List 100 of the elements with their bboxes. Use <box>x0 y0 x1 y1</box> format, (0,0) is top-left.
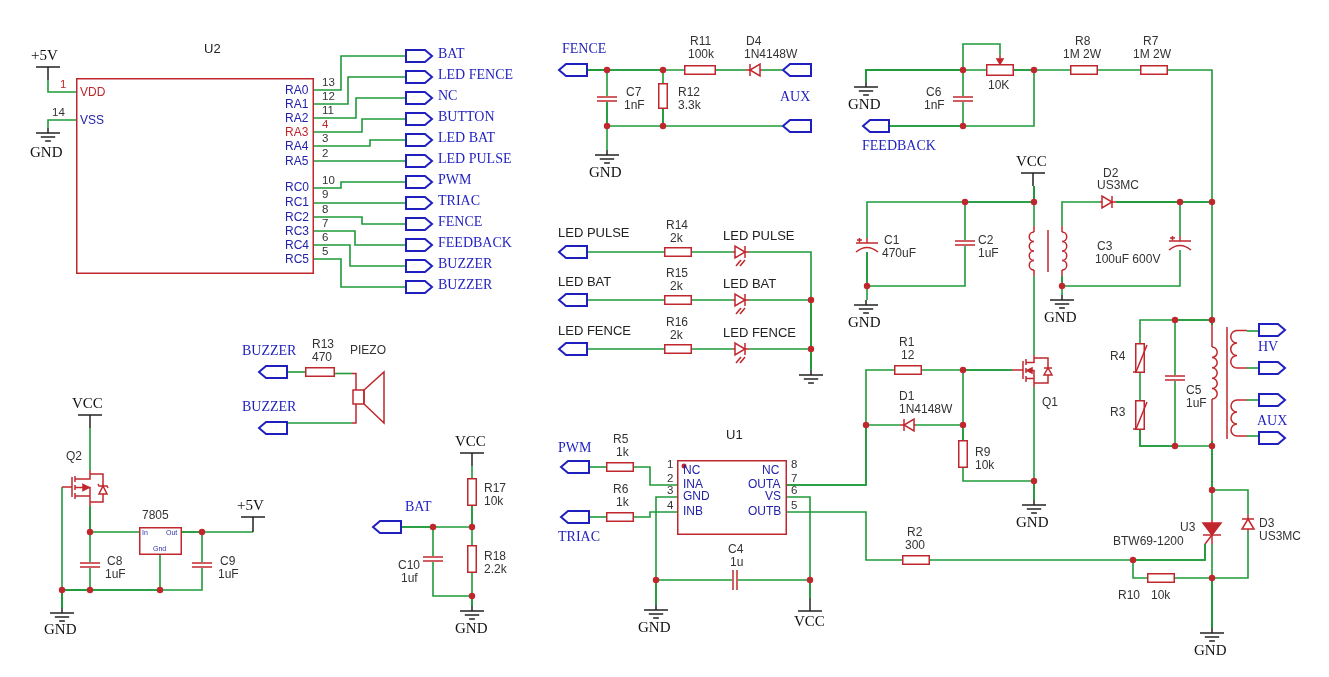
net-label: HV <box>1258 340 1279 355</box>
wire <box>1211 440 1249 516</box>
pin-number: 10 <box>322 175 335 187</box>
wire <box>1033 275 1035 356</box>
component-label: R1 <box>899 336 915 349</box>
component-label: 1uF <box>218 568 239 581</box>
pin-name: RC1 <box>285 196 309 209</box>
power-label: GND <box>1044 310 1077 326</box>
component-label: R4 <box>1110 350 1126 363</box>
pin-number: 5 <box>791 500 798 512</box>
component-label: PIEZO <box>350 344 386 357</box>
pin-number: 5 <box>322 246 329 258</box>
power-label: GND <box>30 145 63 161</box>
component-label: D3 <box>1259 517 1275 530</box>
component-label: D1 <box>899 390 915 403</box>
wire <box>313 139 406 147</box>
component-label: 1N4148W <box>744 48 798 61</box>
wire <box>715 69 747 71</box>
component-label: 2k <box>670 232 683 245</box>
component-label: 1uF <box>105 568 126 581</box>
pin-number: 1 <box>667 459 674 471</box>
component-label: C3 <box>1097 240 1113 253</box>
net-label: FEEDBACK <box>438 236 512 251</box>
wire <box>866 245 966 287</box>
net-label: NC <box>438 89 458 104</box>
wire <box>61 486 63 609</box>
component-label: 10k <box>975 459 995 472</box>
wire <box>633 466 678 486</box>
pin-name: RA0 <box>285 84 309 97</box>
component-label: US3MC <box>1259 530 1301 543</box>
component-label: 10k <box>484 495 504 508</box>
pin-name: RC0 <box>285 181 309 194</box>
wire <box>89 427 91 471</box>
wire <box>313 216 406 225</box>
power-label: +5V <box>31 48 58 64</box>
component-label: R11 <box>690 35 712 48</box>
component-label: R9 <box>975 446 991 459</box>
net-label: BUZZER <box>242 344 297 359</box>
wire <box>313 76 406 105</box>
component-label: R6 <box>613 483 629 496</box>
wire <box>181 531 203 563</box>
component-label: 12 <box>901 349 915 362</box>
pin-name: RA3 <box>285 126 309 139</box>
net-label: LED PULSE <box>438 152 512 167</box>
component-label: 100uF 600V <box>1095 253 1161 266</box>
wire <box>313 258 406 288</box>
component-label: C5 <box>1186 384 1202 397</box>
component-label: 1N4148W <box>899 403 953 416</box>
wire <box>889 69 1035 127</box>
wire <box>633 511 678 518</box>
component-label: R8 <box>1075 35 1091 48</box>
pin-number: 6 <box>791 485 798 497</box>
wire <box>313 97 406 119</box>
net-label: BUZZER <box>438 257 493 272</box>
net-label: LED FENCE <box>438 68 514 83</box>
wire <box>587 299 665 301</box>
pin-number: 3 <box>322 133 329 145</box>
component-label: 1M 2W <box>1063 48 1101 61</box>
wire <box>313 118 406 133</box>
pin-number: 2 <box>322 148 329 160</box>
component-label: 300 <box>905 539 926 552</box>
power-label: GND <box>455 621 488 637</box>
component-label: 1nF <box>924 99 945 112</box>
pin-name: RA5 <box>285 155 309 168</box>
wire <box>313 202 406 204</box>
net-label: AUX <box>1257 414 1288 429</box>
power-label: GND <box>589 165 622 181</box>
component-label: C8 <box>107 555 123 568</box>
component-label: 3.3k <box>678 99 701 112</box>
wire <box>287 422 353 424</box>
pin-number: 3 <box>667 485 674 497</box>
wire <box>471 465 473 479</box>
component-label: R13 <box>312 338 334 351</box>
wire <box>313 181 406 189</box>
wire <box>432 561 473 607</box>
pin-name: RA4 <box>285 140 309 153</box>
pin-number: 4 <box>667 500 674 512</box>
wire <box>1246 330 1259 332</box>
component-label: 1k <box>616 496 629 509</box>
component-label: R15 <box>666 267 688 280</box>
power-label: VCC <box>794 614 825 630</box>
component-label: R10 <box>1118 589 1140 602</box>
wire <box>587 251 665 253</box>
pin-number: 7 <box>322 218 329 230</box>
component-label: C2 <box>978 234 994 247</box>
pin-name: RC5 <box>285 253 309 266</box>
pin-name: RA2 <box>285 112 309 125</box>
pin-name: INB <box>683 505 703 518</box>
wire <box>691 348 734 350</box>
net-label: BUZZER <box>242 400 297 415</box>
wire <box>962 369 1013 441</box>
pin-name: GND <box>683 490 710 503</box>
component-label: 1u <box>730 556 744 569</box>
pin-number: 9 <box>322 189 329 201</box>
wire <box>786 424 901 486</box>
component-label: 1nF <box>624 99 645 112</box>
wire <box>1246 399 1259 401</box>
wire <box>401 526 434 557</box>
component-label: 100k <box>688 48 715 61</box>
wire <box>1139 372 1141 401</box>
